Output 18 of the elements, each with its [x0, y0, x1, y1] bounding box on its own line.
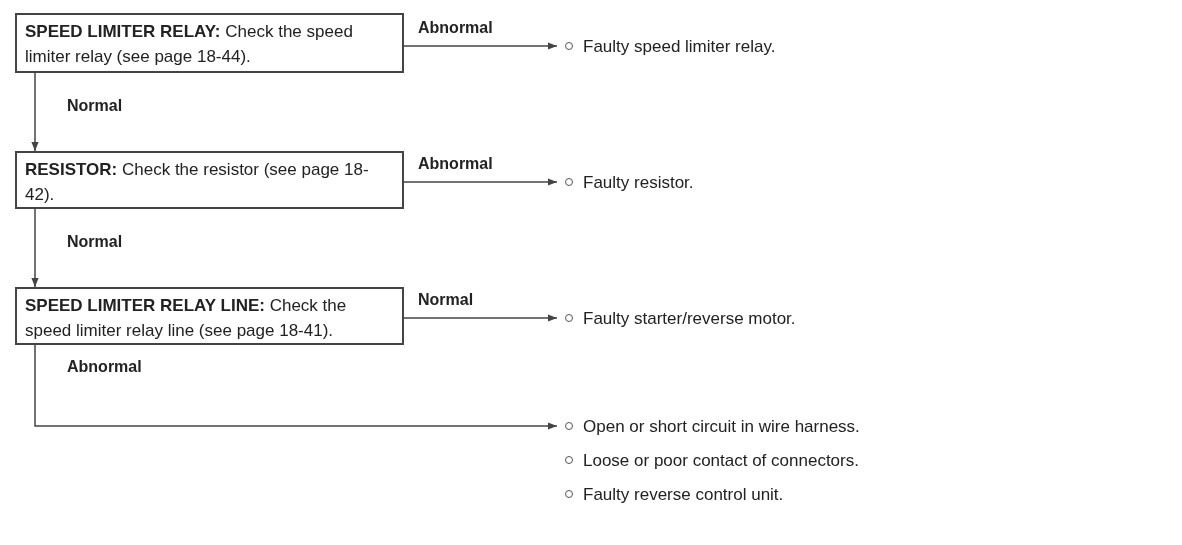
result-text: Loose or poor contact of connectors.: [583, 449, 859, 472]
process-box: [15, 13, 404, 73]
result-text: Open or short circuit in wire harness.: [583, 415, 860, 438]
result-text: Faulty resistor.: [583, 171, 694, 194]
step-text: SPEED LIMITER RELAY: Check the speed limiter relay (see page 18-44).: [25, 21, 354, 68]
arrow: [31, 72, 39, 152]
result-text: Faulty speed limiter relay.: [583, 35, 776, 58]
result-text: Faulty starter/reverse motor.: [583, 307, 796, 330]
arrow: [34, 344, 558, 430]
process-box: [15, 151, 404, 209]
step-text: RESISTOR: Check the resistor (see page 18-42).: [25, 159, 370, 206]
process-box: [15, 287, 404, 345]
arrow: [31, 208, 39, 288]
step-text: SPEED LIMITER RELAY LINE: Check the speed limiter relay line (see page 18-41).: [25, 295, 348, 342]
arrow: [403, 314, 558, 322]
arrow: [403, 42, 558, 50]
arrow: [403, 178, 558, 186]
result-text: Faulty reverse control unit.: [583, 483, 784, 506]
